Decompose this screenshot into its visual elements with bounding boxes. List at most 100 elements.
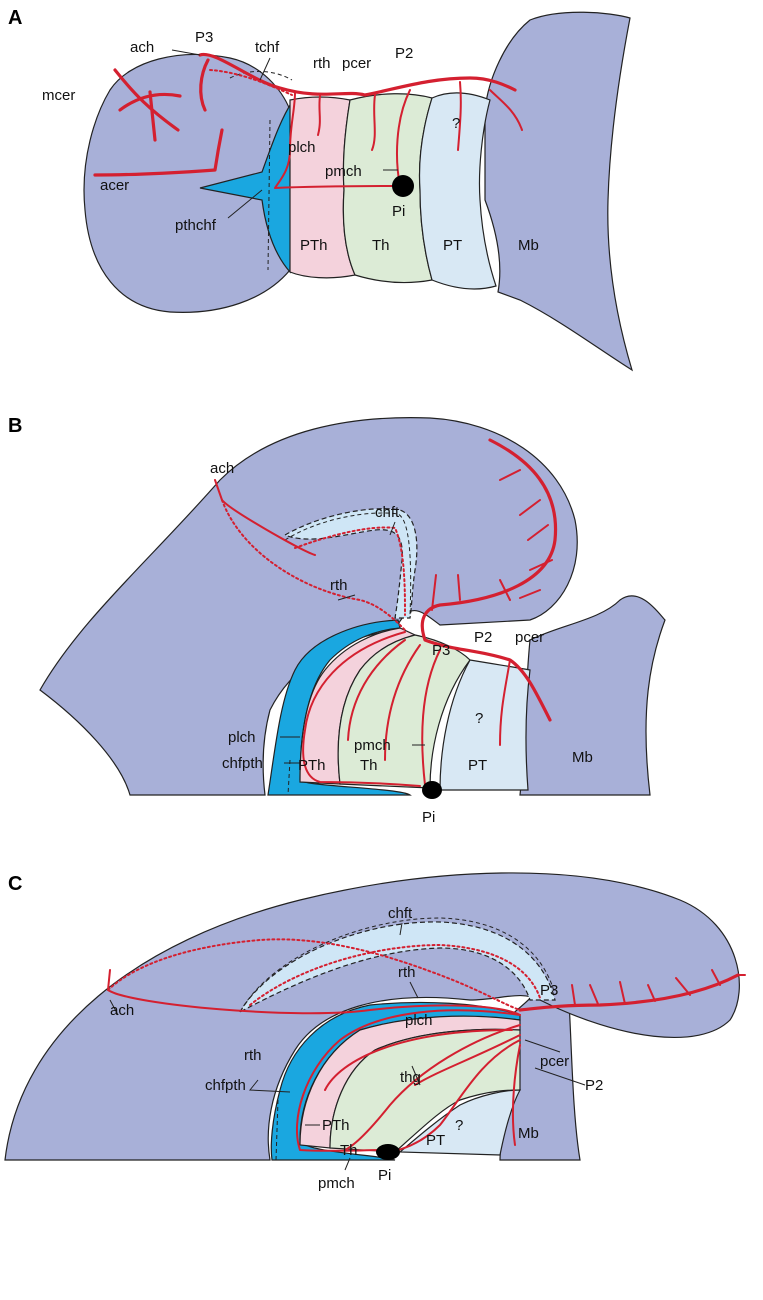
panel-a-dashed-outline	[229, 70, 293, 81]
panel-c-label-p2: P2	[585, 1077, 603, 1094]
panel-b-choroid-plexus	[267, 619, 412, 796]
panel-b-label-rth: rth	[330, 577, 348, 594]
panel-c-pineal	[376, 1144, 400, 1160]
panel-c-vessel-th-1	[344, 1024, 521, 1151]
panel-a: A ach P	[8, 7, 634, 372]
panel-c-label-question: ?	[455, 1117, 463, 1134]
panel-c-letter: C	[8, 873, 22, 895]
panel-b-label-mb: Mb	[572, 749, 593, 766]
panel-b-label-th: Th	[360, 757, 378, 774]
panel-a-label-p2: P2	[395, 45, 413, 62]
panel-a-label-pt: PT	[443, 237, 462, 254]
panel-a-leader-ach	[171, 49, 201, 56]
panel-a-vessel-rth	[274, 91, 401, 189]
panel-a-pretectum	[418, 92, 497, 290]
panel-a-vessel-branch-1	[371, 94, 376, 151]
panel-c-vessel-pcer	[511, 1044, 521, 1146]
panel-c-leader-ach	[109, 999, 119, 1016]
panel-a-tchf-dotted	[209, 69, 293, 96]
panel-b: B ach	[8, 415, 666, 826]
panel-c-label-rth-top: rth	[398, 964, 416, 981]
panel-a-midbrain	[484, 11, 634, 372]
panel-c-label-plch: plch	[405, 1012, 433, 1029]
panel-a-vessel-branch-2	[457, 81, 462, 151]
panel-a-letter: A	[8, 7, 22, 29]
panel-c-label-thg: thg	[400, 1069, 421, 1086]
panel-c-label-pth: PTh	[322, 1117, 350, 1134]
panel-a-label-question: ?	[452, 115, 460, 132]
panel-c-label-chft: chft	[388, 905, 413, 922]
panel-b-vessel-pth	[347, 639, 406, 741]
panel-a-vessel-acer	[93, 128, 224, 177]
panel-c-label-rth-left: rth	[244, 1047, 262, 1064]
panel-b-label-pth: PTh	[298, 757, 326, 774]
panel-b-leader-chft	[389, 521, 396, 536]
panel-c-dashed-outline	[239, 917, 556, 1013]
panel-b-letter: B	[8, 415, 22, 437]
panel-c-rth-dotted	[107, 938, 521, 1011]
panel-c-label-pt: PT	[426, 1132, 445, 1149]
panel-b-dashed-line	[287, 759, 291, 796]
panel-c-label-pi: Pi	[378, 1167, 391, 1184]
panel-c-label-pmch: pmch	[318, 1175, 355, 1192]
panel-c-label-p3: P3	[540, 982, 558, 999]
panel-c-vessel-pth	[324, 1029, 513, 1091]
panel-c-leader-thg	[411, 1065, 421, 1086]
panel-b-dashed-outline	[284, 512, 412, 616]
panel-c-label-chfpth: chfpth	[205, 1077, 246, 1094]
panel-a-label-acer: acer	[100, 177, 129, 194]
panel-c-choroid-fissure	[238, 921, 556, 1014]
panel-b-vessel-pcer	[499, 659, 511, 746]
panel-b-choroid-fissure	[283, 508, 418, 619]
panel-b-label-pi: Pi	[422, 809, 435, 826]
panel-c-vessel-pmch	[389, 1039, 521, 1153]
panel-a-vessel-p3	[199, 58, 210, 112]
panel-c-leader-p2	[534, 1067, 586, 1086]
panel-a-label-rth: rth	[313, 55, 331, 72]
panel-a-pineal	[392, 175, 414, 197]
panel-b-vessel-th	[384, 644, 421, 761]
panel-b-chft-dotted	[294, 526, 406, 616]
panel-a-label-pcer: pcer	[342, 55, 371, 72]
panel-c-leader-pmch	[344, 1157, 351, 1171]
panel-a-vessel-mcer-branch	[118, 90, 182, 142]
panel-a-leader-tchf	[259, 57, 271, 81]
panel-c-label-th: Th	[340, 1142, 358, 1159]
panel-c-pretectum	[398, 1089, 521, 1156]
panel-a-label-plch: plch	[288, 139, 316, 156]
panel-c-label-pcer: pcer	[540, 1053, 569, 1070]
panel-a-leader-pthchf	[227, 189, 263, 219]
panel-c-leader-chft	[399, 922, 403, 936]
panel-a-label-p3: P3	[195, 29, 213, 46]
panel-a-label-ach: ach	[130, 39, 154, 56]
panel-b-label-plch: plch	[228, 729, 256, 746]
panel-b-telencephalon	[39, 417, 578, 796]
panel-c-leader-rth	[409, 981, 419, 999]
panel-c-chft-dotted	[249, 943, 541, 1006]
panel-a-choroid-plexus	[199, 99, 293, 274]
panel-c-leader-chfpth	[248, 1079, 291, 1093]
panel-b-label-ach: ach	[210, 460, 234, 477]
panel-a-vessel-mcer	[113, 68, 180, 132]
panel-b-label-p2: P2	[474, 629, 492, 646]
panel-c: C	[4, 872, 746, 1192]
panel-b-label-pt: PT	[468, 757, 487, 774]
panel-a-label-tchf: tchf	[255, 39, 280, 56]
panel-b-label-chfpth: chfpth	[222, 755, 263, 772]
panel-b-label-pcer: pcer	[515, 629, 544, 646]
panel-a-label-pthchf: pthchf	[175, 217, 217, 234]
panel-b-label-pmch: pmch	[354, 737, 391, 754]
panel-a-vessel-branch-3	[489, 89, 523, 131]
panel-b-vessel-plch	[302, 631, 421, 787]
panel-a-vessel-branch-4	[317, 95, 321, 136]
panel-b-vessel-branches	[499, 469, 553, 601]
panel-b-leader-rth	[337, 594, 356, 601]
panel-b-label-p3: P3	[432, 642, 450, 659]
panel-b-label-chft: chft	[375, 504, 400, 521]
panel-c-vessel-branches	[571, 969, 746, 1006]
panel-b-rth-dotted	[221, 499, 406, 631]
panel-a-label-pi: Pi	[392, 203, 405, 220]
panel-c-vessel-ach	[107, 969, 521, 1016]
panel-a-label-pmch: pmch	[325, 163, 362, 180]
